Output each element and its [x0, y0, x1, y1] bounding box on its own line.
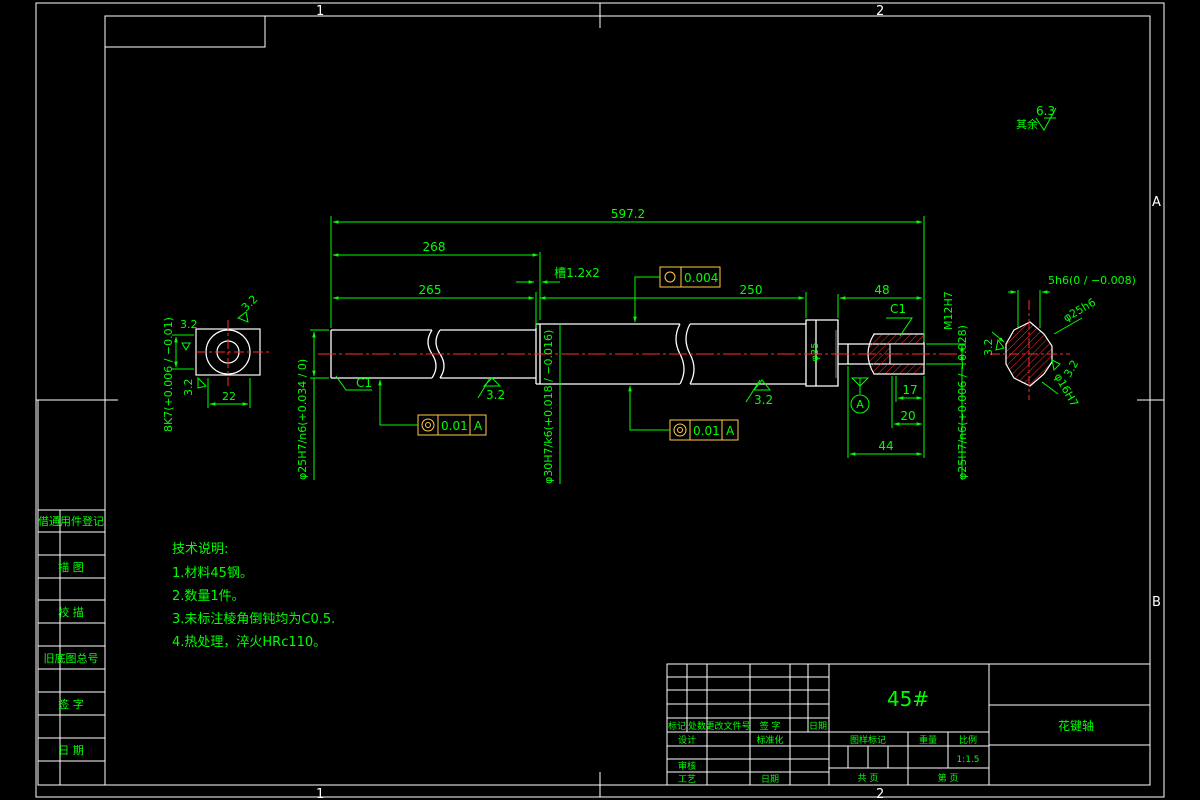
- spline-section-view: [990, 290, 1083, 400]
- title-stage-mark: 图样标记: [850, 734, 886, 746]
- gdt-mid-value: 0.01: [693, 424, 720, 438]
- title-header-count: 处数: [688, 720, 706, 732]
- title-scale-value: 1:1.5: [956, 755, 979, 765]
- dim-thread: M12H7: [942, 291, 955, 330]
- shaft-left-callouts: C1 3.2 3.2: [335, 375, 773, 407]
- fit-right: φ25H7/n6(+0.006 / −0.028): [956, 325, 969, 480]
- zone-bottom-1: 1: [316, 787, 324, 800]
- title-sheet-no: 第 页: [938, 772, 959, 784]
- registry-date: 日 期: [58, 744, 84, 757]
- zone-markers: 1 2 1 2 A B: [316, 4, 1161, 800]
- dim-dia-35: φ35: [810, 342, 821, 361]
- dim-268: 268: [423, 240, 446, 254]
- shaft-outline: [330, 319, 925, 387]
- left-end-view: [172, 311, 270, 408]
- roundness-symbol: [664, 271, 676, 283]
- roughness-mid: 3.2: [754, 393, 773, 407]
- concentricity-symbol-outer-2: [673, 423, 687, 437]
- spline-dia-25: φ25h6: [1061, 296, 1098, 325]
- dimension-lines-bottom-right: [847, 366, 925, 458]
- title-total-sheets: 共 页: [858, 773, 879, 784]
- title-scale: 比例: [959, 734, 977, 746]
- title-block: 45# 花键轴 标记 处数 更改文件号 签 字 日期 设计 标准化 审核 工艺 …: [666, 663, 1151, 786]
- registry-borrowed: 借通用件登记: [38, 514, 104, 528]
- title-reviewer: 审核: [678, 760, 696, 772]
- registry-sign: 签 字: [58, 697, 84, 711]
- drawing-frame: [35, 2, 1165, 798]
- gdt-frame-left: 0.01 A: [378, 379, 487, 436]
- tech-note-2: 2.数量1件。: [172, 589, 245, 604]
- left-view-roughness-c: 3.2: [182, 379, 195, 397]
- title-standardization: 标准化: [756, 734, 783, 746]
- datum-a-marker: A: [850, 377, 870, 414]
- surface-finish-value: 6.3: [1036, 104, 1055, 118]
- surface-finish-note: 其余 6.3: [1016, 104, 1057, 131]
- dim-c1-right: C1: [890, 302, 906, 316]
- tech-note-3: 3.未标注棱角倒钝均为C0.5.: [172, 611, 335, 627]
- roughness-left: 3.2: [486, 388, 505, 402]
- title-material: 45#: [887, 687, 929, 711]
- dim-48: 48: [874, 283, 889, 297]
- left-view-keyway: 8K7(+0.006 / −0.01): [162, 317, 175, 432]
- dim-44: 44: [878, 439, 893, 453]
- callouts-right: C1 M12H7 φ35: [810, 291, 966, 365]
- title-header-mark: 标记: [668, 720, 686, 732]
- title-part-name: 花键轴: [1058, 718, 1094, 733]
- gdt-left-value: 0.01: [441, 419, 468, 433]
- technical-notes: 技术说明: 1.材料45钢。 2.数量1件。 3.未标注棱角倒钝均为C0.5. …: [172, 542, 335, 650]
- registry-check: 校 描: [58, 605, 84, 619]
- registry-old-number: 旧底图总号: [44, 651, 99, 665]
- zone-right-a: A: [1152, 195, 1161, 210]
- title-header-file: 更改文件号: [705, 720, 750, 732]
- tech-note-1: 1.材料45钢。: [172, 566, 253, 581]
- concentricity-symbol-inner-2: [677, 427, 683, 433]
- tech-notes-heading: 技术说明:: [172, 542, 228, 557]
- dim-c1-left: C1: [356, 376, 372, 390]
- zone-top-2: 2: [876, 4, 884, 19]
- gdt-left-datum: A: [474, 419, 483, 433]
- concentricity-symbol-outer: [421, 418, 435, 432]
- zone-top-1: 1: [316, 4, 324, 19]
- dimension-lines-top: [330, 216, 925, 342]
- dim-17: 17: [902, 383, 917, 397]
- zone-bottom-2: 2: [876, 787, 884, 800]
- spline-key: 5h6(0 / −0.008): [1048, 274, 1136, 287]
- dim-total-length: 597.2: [611, 207, 645, 221]
- registry-trace: 描 图: [58, 560, 84, 574]
- title-header-date: 日期: [809, 721, 827, 732]
- gdt-frame-top: 0.004: [633, 266, 721, 323]
- title-header-sign: 签 字: [760, 720, 781, 732]
- spline-roughness-a: 3.2: [982, 339, 995, 357]
- left-view-roughness-a: 3.2: [180, 318, 198, 331]
- dim-20: 20: [900, 409, 915, 423]
- fit-middle: φ30H7/k6(+0.018 / −0.016): [542, 330, 555, 484]
- gdt-top-value: 0.004: [684, 271, 718, 285]
- concentricity-symbol-inner: [425, 422, 431, 428]
- dim-265: 265: [419, 283, 442, 297]
- title-weight: 重量: [919, 734, 937, 746]
- gdt-frame-middle: 0.01 A: [628, 385, 739, 441]
- gdt-mid-datum: A: [726, 424, 735, 438]
- zone-right-b: B: [1152, 595, 1161, 610]
- title-approval: 日期: [761, 774, 779, 785]
- left-view-roughness-b: 3.2: [239, 293, 261, 315]
- tech-note-4: 4.热处理，淬火HRc110。: [172, 635, 326, 650]
- left-view-width: 22: [222, 390, 236, 403]
- title-process: 工艺: [678, 774, 696, 785]
- dim-groove: 槽1.2x2: [554, 266, 600, 280]
- surface-finish-label: 其余: [1016, 117, 1038, 131]
- datum-a-label: A: [856, 398, 864, 411]
- dim-250: 250: [740, 283, 763, 297]
- side-registry: 借通用件登记 描 图 校 描 旧底图总号 签 字 日 期: [37, 399, 106, 786]
- fit-dimensions: [310, 324, 966, 484]
- title-designer: 设计: [678, 734, 696, 746]
- fit-left: φ25H7/n6(+0.034 / 0): [296, 359, 309, 480]
